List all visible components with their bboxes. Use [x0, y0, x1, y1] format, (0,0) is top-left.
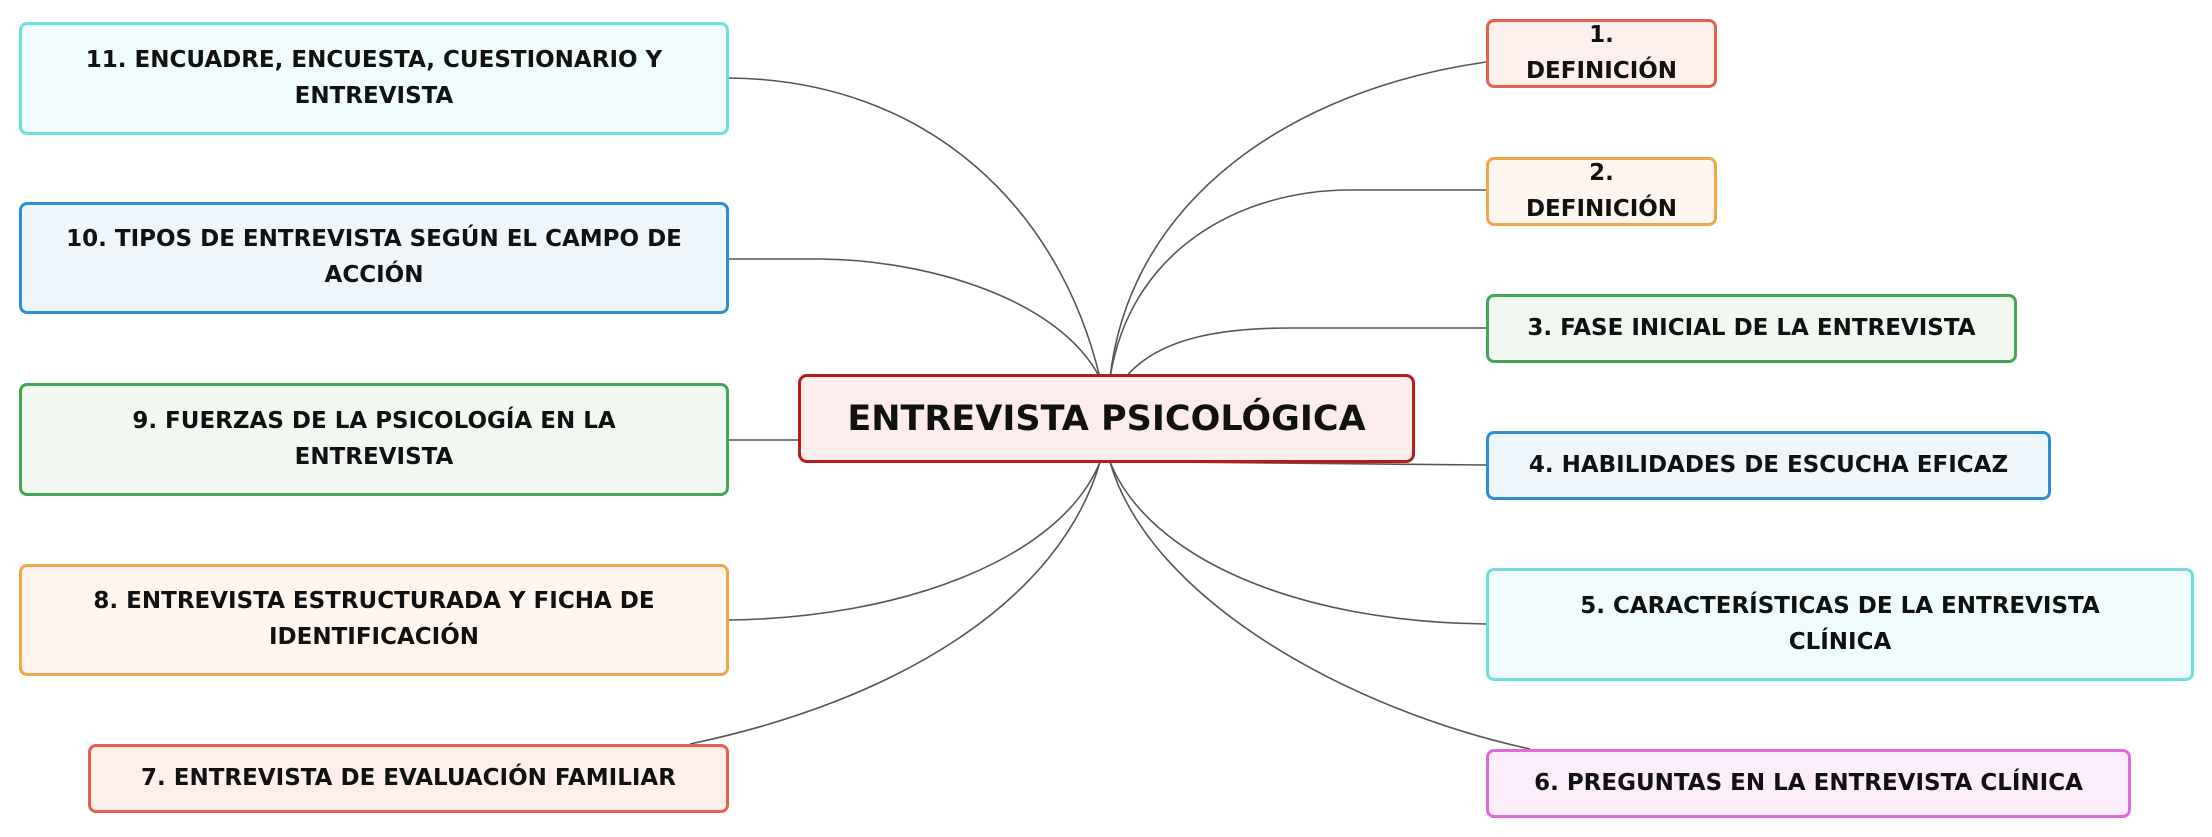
central-topic-label: ENTREVISTA PSICOLÓGICA	[847, 398, 1366, 439]
topic-2-definicion[interactable]: 2. DEFINICIÓN	[1486, 157, 1717, 226]
topic-4-habilidades-escucha[interactable]: 4. HABILIDADES DE ESCUCHA EFICAZ	[1486, 431, 2051, 500]
connector-3	[1124, 327, 1486, 379]
connector-11	[728, 77, 1101, 379]
topic-label: 9. FUERZAS DE LA PSICOLOGÍA EN LA ENTREV…	[132, 407, 616, 470]
topic-label: 1. DEFINICIÓN	[1525, 21, 1678, 84]
topic-label: 10. TIPOS DE ENTREVISTA SEGÚN EL CAMPO D…	[66, 226, 682, 288]
topic-label: 6. PREGUNTAS EN LA ENTREVISTA CLÍNICA	[1534, 769, 2083, 796]
connector-8	[728, 461, 1101, 621]
topic-10-tipos-entrevista[interactable]: 10. TIPOS DE ENTREVISTA SEGÚN EL CAMPO D…	[19, 202, 729, 314]
topic-3-fase-inicial[interactable]: 3. FASE INICIAL DE LA ENTREVISTA	[1486, 294, 2017, 363]
topic-5-caracteristicas[interactable]: 5. CARACTERÍSTICAS DE LA ENTREVISTA CLÍN…	[1486, 568, 2194, 681]
connector-10	[729, 258, 1101, 379]
connector-7	[689, 461, 1101, 745]
topic-label: 4. HABILIDADES DE ESCUCHA EFICAZ	[1528, 451, 2009, 478]
topic-label: 5. CARACTERÍSTICAS DE LA ENTREVISTA CLÍN…	[1580, 592, 2100, 655]
topic-label: 7. ENTREVISTA DE EVALUACIÓN FAMILIAR	[141, 764, 676, 791]
central-topic[interactable]: ENTREVISTA PSICOLÓGICA	[798, 374, 1415, 463]
topic-1-definicion[interactable]: 1. DEFINICIÓN	[1486, 19, 1717, 88]
topic-8-entrevista-estructurada[interactable]: 8. ENTREVISTA ESTRUCTURADA Y FICHA DE ID…	[19, 564, 729, 676]
topic-label: 2. DEFINICIÓN	[1525, 159, 1678, 222]
connector-6	[1109, 461, 1531, 750]
topic-label: 11. ENCUADRE, ENCUESTA, CUESTIONARIO Y E…	[85, 46, 663, 109]
topic-9-fuerzas-psicologia[interactable]: 9. FUERZAS DE LA PSICOLOGÍA EN LA ENTREV…	[19, 383, 729, 496]
connector-1	[1109, 61, 1487, 379]
connector-5	[1109, 461, 1487, 625]
topic-7-evaluacion-familiar[interactable]: 7. ENTREVISTA DE EVALUACIÓN FAMILIAR	[88, 744, 729, 813]
topic-label: 3. FASE INICIAL DE LA ENTREVISTA	[1527, 314, 1976, 341]
topic-label: 8. ENTREVISTA ESTRUCTURADA Y FICHA DE ID…	[93, 588, 655, 650]
topic-11-encuadre[interactable]: 11. ENCUADRE, ENCUESTA, CUESTIONARIO Y E…	[19, 22, 729, 135]
topic-6-preguntas[interactable]: 6. PREGUNTAS EN LA ENTREVISTA CLÍNICA	[1486, 749, 2131, 818]
connector-2	[1109, 189, 1486, 379]
